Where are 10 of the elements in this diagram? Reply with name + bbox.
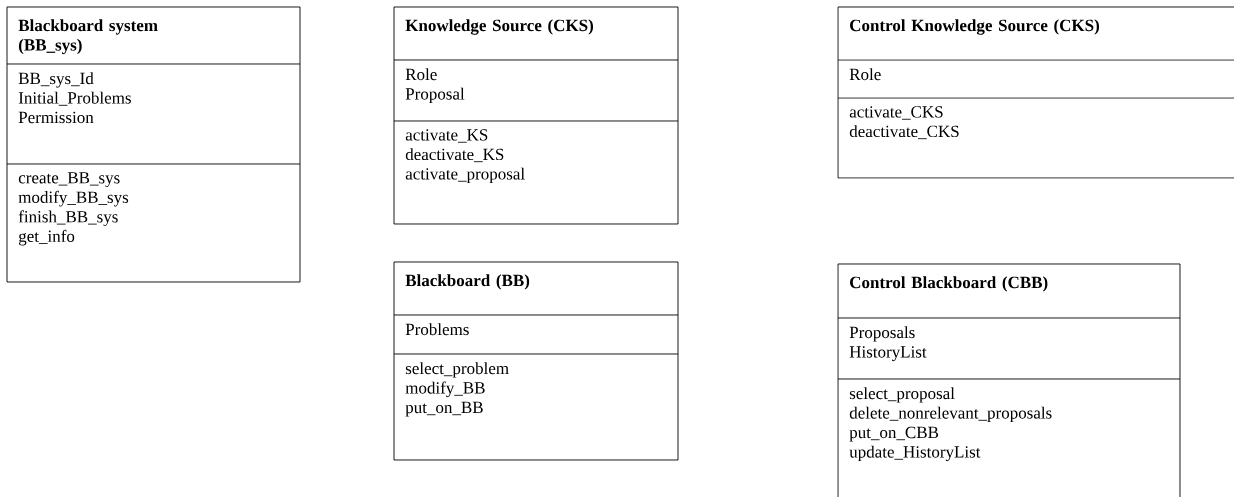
attribute-list: BB_sys_Id Initial_Problems Permission	[6, 63, 301, 124]
operation-list: activate_CKS deactivate_CKS	[837, 97, 1234, 140]
attribute-list: Role Proposal	[393, 59, 679, 104]
operation-list: select_problem modify_BB put_on_BB	[393, 353, 679, 417]
attribute-list: Role	[837, 59, 1234, 81]
operation-list: create_BB_sys modify_BB_sys finish_BB_sys get_info	[6, 163, 301, 246]
attribute-list: Proposals HistoryList	[837, 317, 1181, 362]
operation-list: activate_KS deactivate_KS activate_proposal	[393, 120, 679, 184]
attribute-list: Problems	[393, 314, 679, 336]
operation-list: select_proposal delete_nonrelevant_proposals put_on_CBB update_HistoryList	[837, 378, 1181, 462]
